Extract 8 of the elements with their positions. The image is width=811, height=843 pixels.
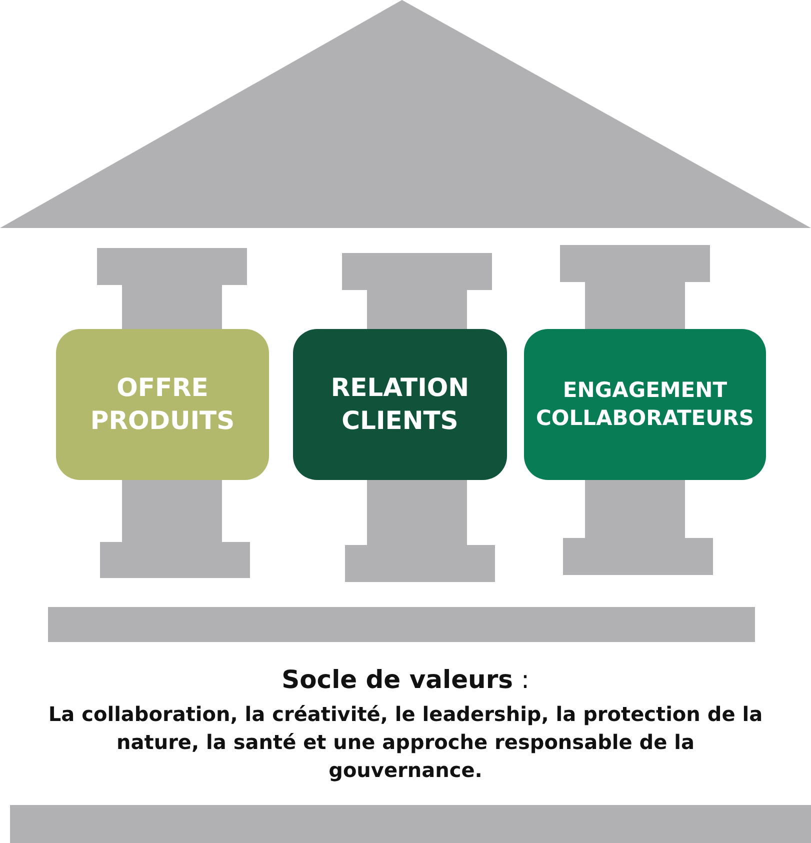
- pillar-label-box: [524, 329, 766, 480]
- pillar-title: RELATION CLIENTS: [330, 372, 470, 436]
- pillar-label-box: [293, 329, 507, 480]
- values-paragraph: La collaboration, la créativité, le leadership, la protection de la nature, la santé et une approche responsable de la gouvernance.: [47, 701, 764, 784]
- pillar-title: ENGAGEMENT COLLABORATEURS: [535, 377, 755, 432]
- section-heading: Socle de valeurs :: [280, 664, 530, 696]
- pillar-label-box: [56, 329, 269, 480]
- pillar-title: OFFRE PRODUITS: [89, 372, 236, 436]
